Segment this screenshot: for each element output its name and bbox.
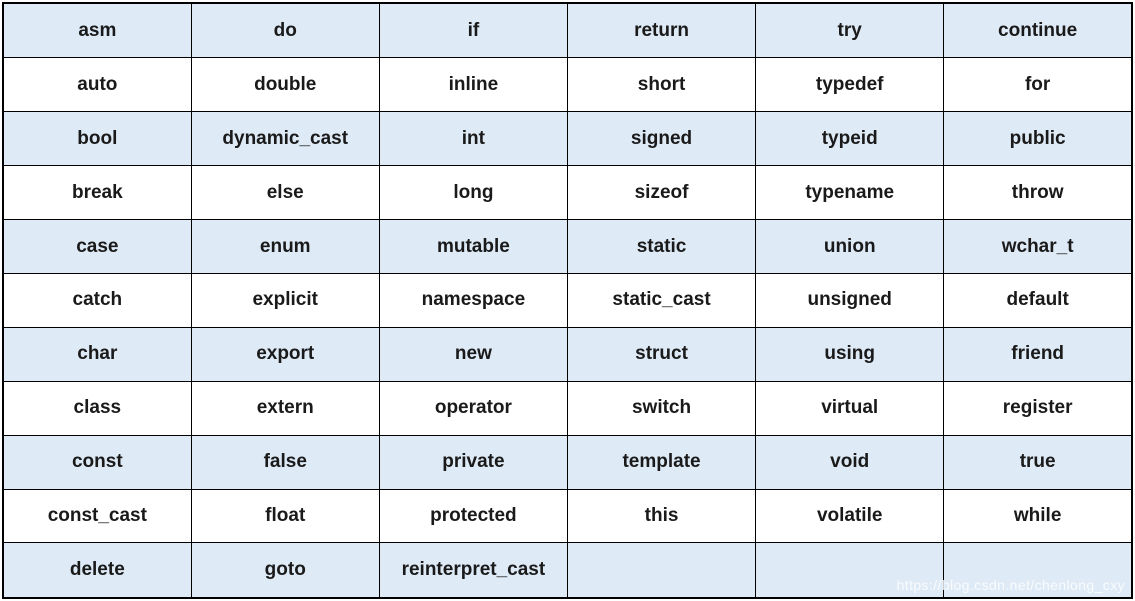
keyword-cell: unsigned	[755, 273, 945, 328]
keyword-cell: default	[943, 273, 1133, 328]
keyword-cell: class	[2, 380, 192, 436]
keyword-cell: signed	[566, 111, 757, 167]
keyword-cell: private	[378, 434, 568, 490]
keyword-cell	[943, 542, 1133, 599]
keyword-cell: static_cast	[566, 273, 757, 328]
keyword-cell: goto	[190, 542, 380, 599]
keyword-cell: export	[190, 326, 380, 382]
keyword-cell: volatile	[755, 488, 945, 544]
keyword-cell: int	[378, 111, 568, 167]
keyword-cell: protected	[378, 488, 568, 544]
keyword-cell: typedef	[755, 57, 945, 113]
keyword-cell: double	[190, 57, 380, 113]
keyword-cell: struct	[566, 326, 757, 382]
keyword-cell: typename	[755, 165, 945, 221]
keyword-cell: static	[566, 219, 757, 275]
keyword-cell: this	[566, 488, 757, 544]
keyword-cell: true	[943, 434, 1133, 490]
keyword-cell: enum	[190, 219, 380, 275]
keyword-cell: reinterpret_cast	[378, 542, 568, 599]
keyword-cell: namespace	[378, 273, 568, 328]
keyword-cell: union	[755, 219, 945, 275]
keyword-cell: else	[190, 165, 380, 221]
keyword-cell: mutable	[378, 219, 568, 275]
keyword-cell: extern	[190, 380, 380, 436]
keyword-cell: friend	[943, 326, 1133, 382]
keyword-cell: do	[190, 2, 380, 59]
keyword-cell: const_cast	[2, 488, 192, 544]
keyword-cell: auto	[2, 57, 192, 113]
keyword-cell: false	[190, 434, 380, 490]
keyword-cell: operator	[378, 380, 568, 436]
keyword-cell: register	[943, 380, 1133, 436]
keyword-cell: switch	[566, 380, 757, 436]
keyword-cell: sizeof	[566, 165, 757, 221]
keyword-cell: explicit	[190, 273, 380, 328]
keyword-cell: dynamic_cast	[190, 111, 380, 167]
keyword-cell: template	[566, 434, 757, 490]
keyword-cell: case	[2, 219, 192, 275]
keyword-cell: try	[755, 2, 945, 59]
keyword-cell: public	[943, 111, 1133, 167]
keyword-cell: typeid	[755, 111, 945, 167]
keyword-cell: wchar_t	[943, 219, 1133, 275]
keyword-cell: throw	[943, 165, 1133, 221]
keyword-cell: using	[755, 326, 945, 382]
keyword-cell: continue	[943, 2, 1133, 59]
keyword-cell	[566, 542, 757, 599]
keyword-cell: asm	[2, 2, 192, 59]
keyword-cell: if	[378, 2, 568, 59]
keyword-cell: char	[2, 326, 192, 382]
keyword-cell: const	[2, 434, 192, 490]
keyword-cell: for	[943, 57, 1133, 113]
keyword-cell: inline	[378, 57, 568, 113]
keyword-cell: delete	[2, 542, 192, 599]
keyword-cell: while	[943, 488, 1133, 544]
keyword-cell: return	[566, 2, 757, 59]
keyword-cell: bool	[2, 111, 192, 167]
keyword-cell: break	[2, 165, 192, 221]
keyword-cell: float	[190, 488, 380, 544]
keyword-cell: long	[378, 165, 568, 221]
keyword-cell: virtual	[755, 380, 945, 436]
keyword-cell: void	[755, 434, 945, 490]
keyword-cell: catch	[2, 273, 192, 328]
keyword-cell: short	[566, 57, 757, 113]
keyword-cell: new	[378, 326, 568, 382]
keyword-cell	[755, 542, 945, 599]
